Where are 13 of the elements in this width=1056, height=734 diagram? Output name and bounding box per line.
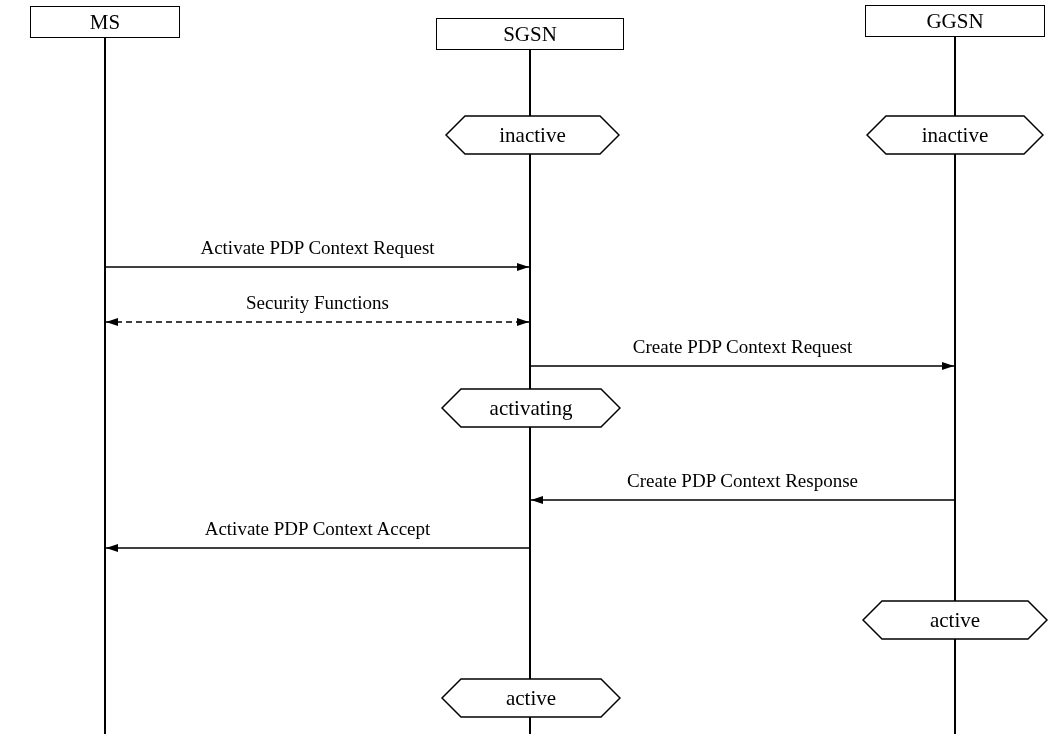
- message-label: Create PDP Context Response: [627, 470, 858, 492]
- message-label: Activate PDP Context Accept: [204, 518, 431, 540]
- entity-box: MS: [30, 6, 180, 38]
- dashed-arrow: [105, 318, 530, 326]
- entity-box: GGSN: [865, 5, 1045, 37]
- message-label: Create PDP Context Request: [632, 336, 853, 358]
- message-label: Activate PDP Context Request: [200, 237, 435, 259]
- message-arrow: [530, 362, 955, 370]
- message-arrow: [530, 496, 955, 504]
- entity-box: SGSN: [436, 18, 624, 50]
- message-arrow: [105, 263, 530, 271]
- message-arrow: [105, 544, 530, 552]
- message-label: Security Functions: [246, 292, 389, 314]
